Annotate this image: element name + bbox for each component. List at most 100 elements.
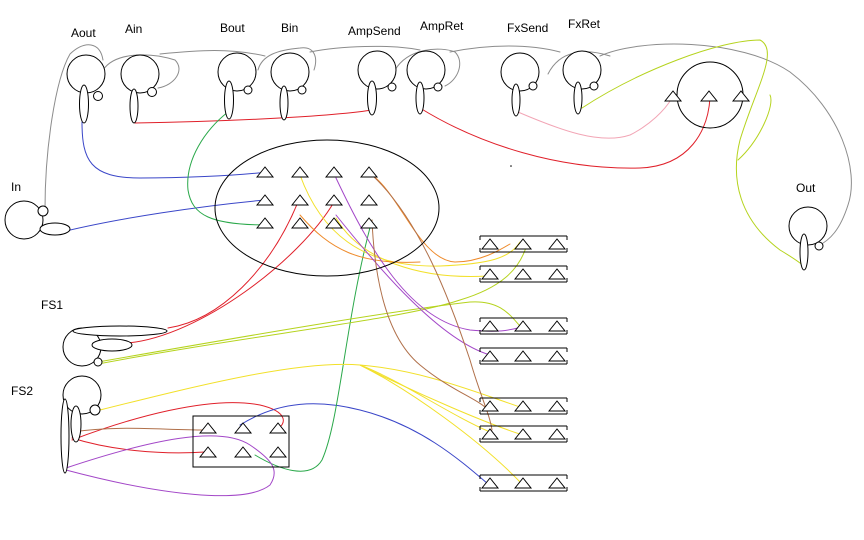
switch-box-terminal-5 [233,446,253,458]
jack-fs1-tip [93,357,103,367]
hub-terminal-3-4 [359,217,379,229]
fx-unit-terminal-1 [663,90,683,102]
jack-ampret-plug [415,81,425,115]
jack-aout-tip [93,91,103,101]
hub-terminal-3-2 [290,217,310,229]
label-ampret: AmpRet [420,19,464,33]
jack-in-tip [37,205,49,217]
jack-bin-tip [297,85,307,95]
jack-ampret [406,50,446,90]
wire-orange-hub-stack-2 [299,214,421,263]
label-fxret: FxRet [568,17,601,31]
switch-box-terminal-6 [268,446,288,458]
wire-red-fs1-hub-2 [127,201,335,344]
stack-terminal-6-1 [480,428,500,440]
stack-box-5 [479,397,568,415]
jack-bin [270,52,310,92]
wire-blue-box-stack [239,403,489,485]
wire-gray-in-aout [44,44,104,210]
jack-ampsend-plug [367,80,377,116]
stack-terminal-6-2 [513,428,533,440]
jack-out-plug [799,233,809,271]
label-aout: Aout [71,26,96,40]
switch-box-terminal-2 [233,422,253,434]
label-ain: Ain [125,22,143,36]
jack-fs2 [62,375,102,415]
stack-terminal-1-2 [513,238,533,250]
wire-yellowgreen-fxret-2 [737,94,772,161]
wire-yellow-fs2-stack-4 [359,364,527,437]
jack-ampsend-tip [387,82,397,92]
jack-fs1-plug-2 [91,338,133,352]
fx-unit-terminal-2 [699,90,719,102]
stack-terminal-2-1 [480,268,500,280]
jack-fxsend [500,52,540,92]
wire-yellow-fs2-stack [99,363,521,411]
jack-fs2-plug [70,405,82,443]
stack-box-4 [479,347,568,365]
stack-terminal-4-3 [547,350,567,362]
wire-gray-ampret-fxsend [449,45,561,53]
hub-terminal-2-3 [324,194,344,206]
wire-red-ampret-fxret [419,97,711,169]
stack-terminal-3-2 [513,320,533,332]
jack-fxret-tip [589,81,599,91]
jack-fs2-tip [89,404,101,416]
jack-ain-tip [147,87,157,97]
wire-yellowgreen-fs1-stack-2 [97,301,521,363]
jack-fs2-plug-long [60,398,70,474]
jack-ain [120,54,160,94]
fx-unit-terminal-3 [731,90,751,102]
jack-ampret-tip [433,82,443,92]
wire-gray-bin-ampsend [309,45,421,53]
stack-terminal-2-3 [547,268,567,280]
hub-ellipse [214,139,440,277]
wire-red-ain-ampsend [134,109,373,124]
switch-box [192,415,290,468]
label-ampsend: AmpSend [348,24,401,38]
wire-yellow-hub-stack [299,174,521,267]
stack-terminal-5-2 [513,400,533,412]
wire-brown-fs2-box [71,427,206,433]
jack-aout-plug [79,84,89,124]
wire-green-box-hub [254,219,373,472]
jack-fxret [562,50,602,90]
wire-purple-fs2-box [65,435,275,497]
stack-terminal-1-3 [547,238,567,250]
wire-yellowgreen-fxret-out [581,39,807,269]
jack-bout-plug [224,80,234,120]
stray-dot [510,165,512,167]
stack-terminal-7-1 [480,477,500,489]
wire-yellow-fs2-stack-3 [359,364,523,485]
stack-terminal-4-1 [480,350,500,362]
stack-terminal-3-1 [480,320,500,332]
jack-in [4,200,44,240]
jack-bout [217,52,257,92]
wire-gray-ampsend-ampret [394,48,461,87]
label-out: Out [796,181,816,195]
wire-yellow-hub-stack-2 [335,217,489,277]
jack-fxsend-tip [528,81,538,91]
hub-terminal-1-3 [324,166,344,178]
hub-terminal-1-4 [359,166,379,178]
hub-terminal-3-3 [324,217,344,229]
wire-brown-hub-stack [371,219,489,411]
jack-fs1-plug [72,325,168,337]
jack-fxsend-plug [511,83,521,117]
stack-terminal-7-3 [547,477,567,489]
label-fs2: FS2 [11,384,34,398]
switch-box-terminal-4 [198,446,218,458]
label-fs1: FS1 [41,298,64,312]
stack-terminal-5-1 [480,400,500,412]
stack-box-3 [479,317,568,335]
jack-out-tip [814,241,824,251]
wire-red-fs2-box [71,402,284,441]
wire-green-bout-hub [187,111,269,226]
wire-gray-ain-bout [159,50,266,57]
wire-yellow-fs2-stack-2 [359,364,491,433]
jack-bout-tip [243,85,253,95]
stack-box-1 [479,235,568,253]
wire-blue-aout-hub [81,121,269,179]
wire-pink-fxsend-fxret [517,97,673,139]
